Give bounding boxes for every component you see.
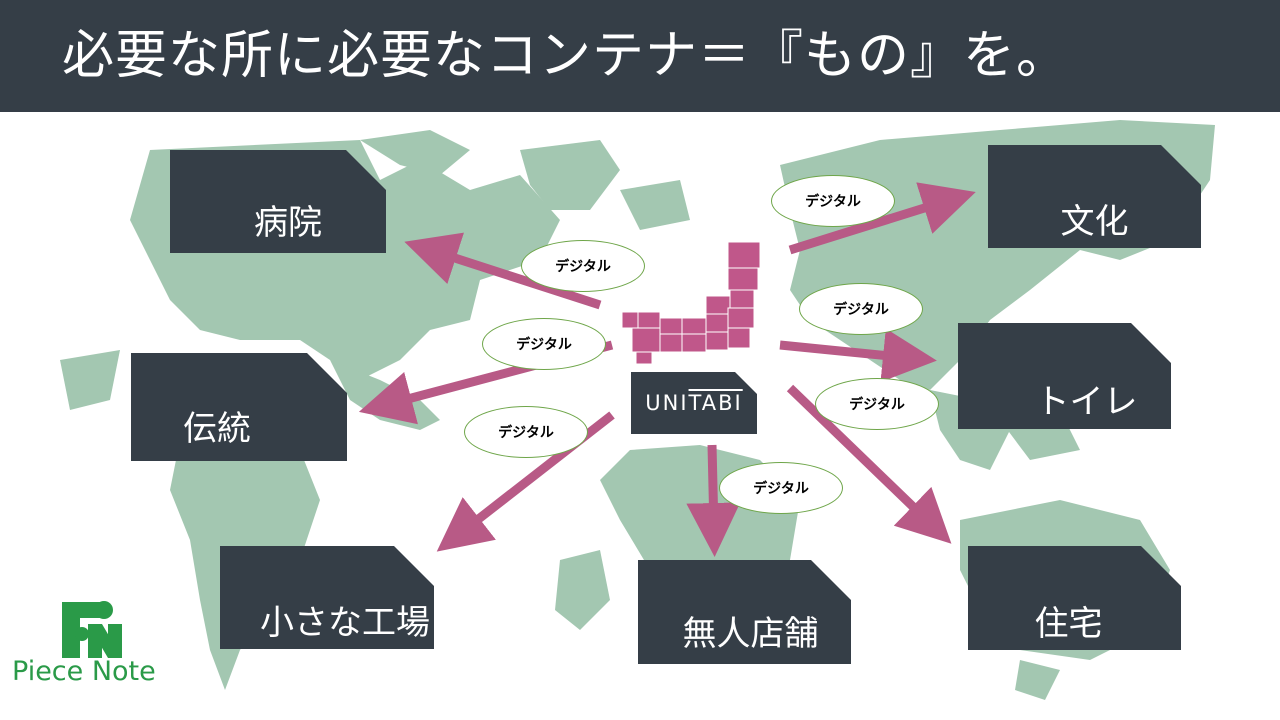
box-toilet: トイレ bbox=[958, 323, 1171, 429]
digital-label-hospital: デジタル bbox=[521, 240, 645, 292]
digital-label-store: デジタル bbox=[719, 462, 843, 514]
unitabi-label-tabi: TABI bbox=[688, 391, 743, 415]
title-bar: 必要な所に必要なコンテナ＝『もの』を。 bbox=[0, 0, 1280, 112]
box-label: 住宅 bbox=[1034, 603, 1103, 644]
box-label: 無人店舗 bbox=[682, 613, 819, 654]
digital-label-tradition: デジタル bbox=[482, 318, 606, 370]
digital-label-toilet: デジタル bbox=[799, 283, 923, 335]
arrow-hospital bbox=[404, 232, 602, 310]
digital-label-factory: デジタル bbox=[464, 406, 588, 458]
box-culture: 文化 bbox=[988, 145, 1201, 248]
unitabi-label-uni: UNI bbox=[645, 391, 689, 415]
box-store: 無人店舗 bbox=[638, 560, 851, 664]
box-label: 小さな工場 bbox=[260, 603, 430, 643]
box-tradition: 伝統 bbox=[131, 353, 347, 461]
box-label: 伝統 bbox=[183, 408, 251, 449]
piece-note-logo-text: Piece Note bbox=[12, 656, 156, 687]
box-label: トイレ bbox=[1035, 381, 1138, 422]
box-hospital: 病院 bbox=[170, 150, 386, 253]
digital-label-culture: デジタル bbox=[771, 175, 895, 227]
box-label: 文化 bbox=[1060, 202, 1129, 242]
arrow-housing bbox=[786, 384, 952, 544]
box-housing: 住宅 bbox=[968, 546, 1181, 650]
box-label: 病院 bbox=[254, 203, 322, 243]
arrow-store bbox=[686, 444, 741, 557]
arrow-culture bbox=[788, 182, 976, 255]
digital-label-housing: デジタル bbox=[815, 378, 939, 430]
box-factory: 小さな工場 bbox=[220, 546, 434, 649]
arrow-toilet bbox=[779, 328, 937, 383]
piece-note-logo-icon bbox=[62, 601, 122, 658]
page-title: 必要な所に必要なコンテナ＝『もの』を。 bbox=[62, 26, 1070, 86]
